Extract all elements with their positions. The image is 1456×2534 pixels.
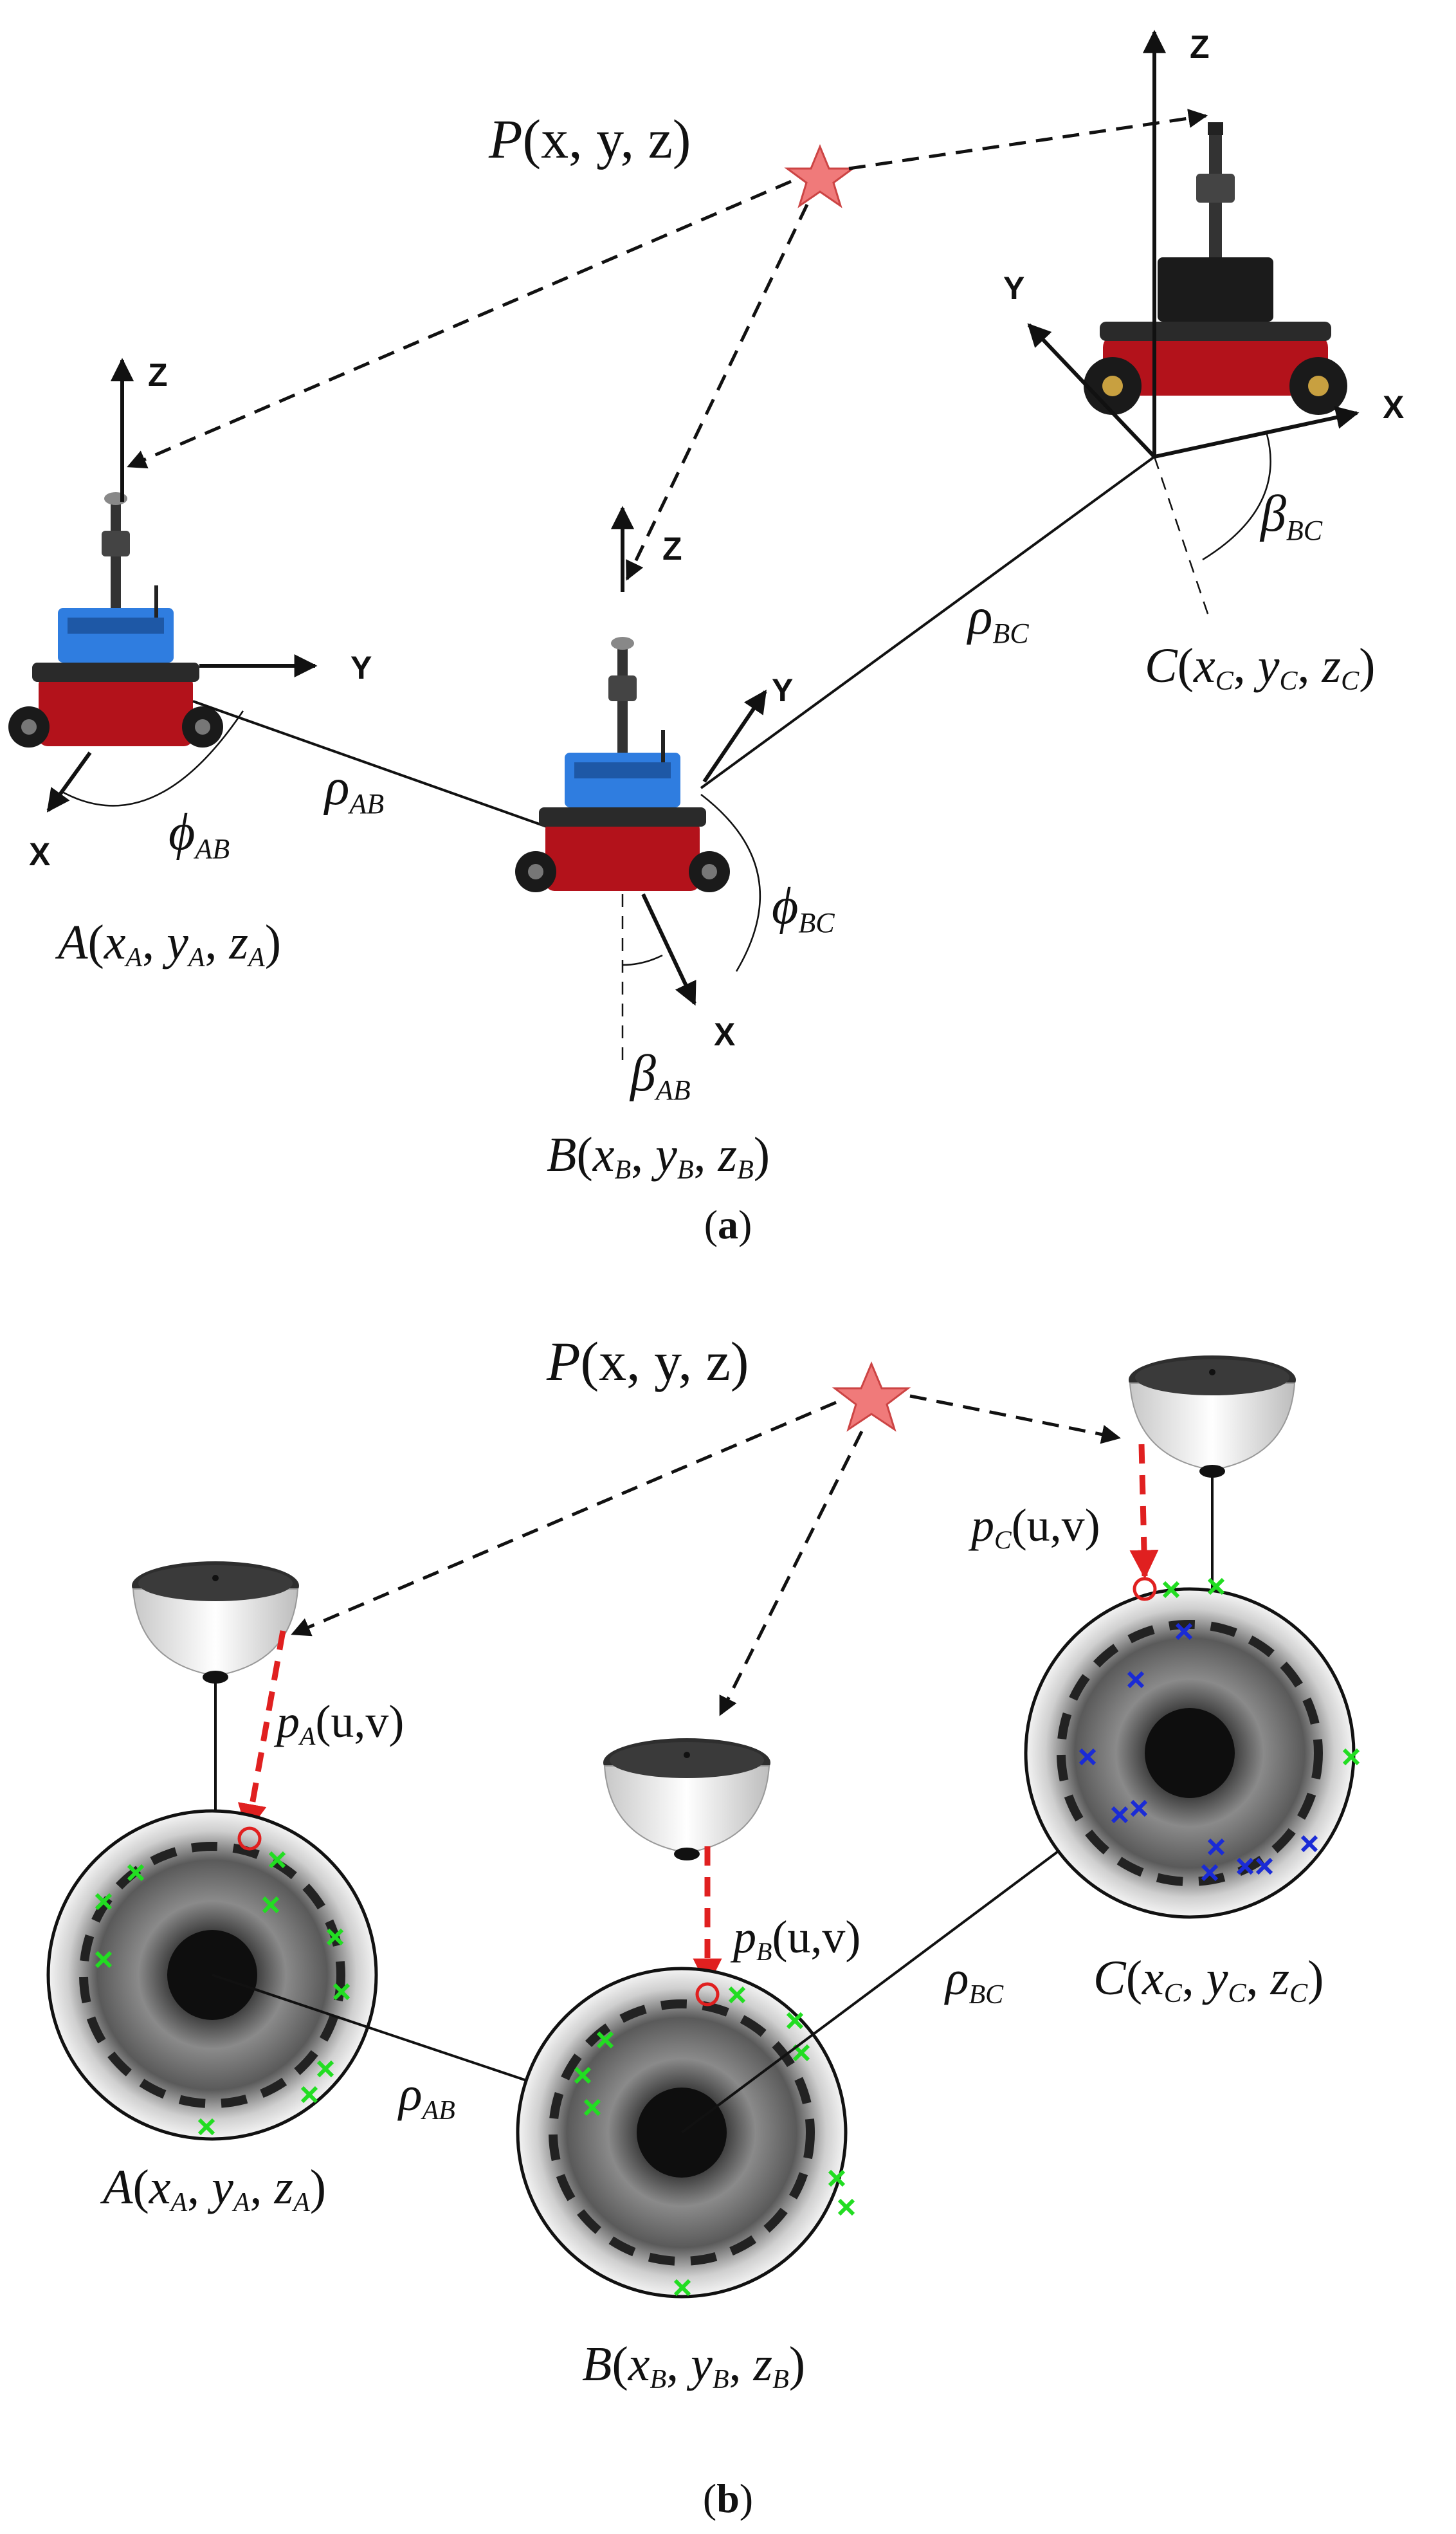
ray-b-p-to-b [718, 1430, 864, 1716]
robot-b-x-label: X [714, 1016, 735, 1052]
robot-b-x-axis [641, 893, 696, 1006]
distance-b-bc-label: ρBC [944, 1951, 1004, 2010]
robot-c-reference-line [1153, 456, 1210, 618]
point-p-label-b: P(x, y, z) [546, 1330, 749, 1392]
features-c-blue [1078, 1622, 1318, 1882]
angle-phi-ab-arc [60, 710, 244, 807]
camera-b-coord-label: B(xB, yB, zB) [582, 2337, 805, 2394]
robot-c-coord-label: C(xC, yC, zC) [1145, 639, 1375, 696]
robot-a-y-label: Y [350, 650, 372, 686]
projection-a-arrow [237, 1630, 286, 1833]
robot-c-y-axis [1027, 323, 1156, 459]
projection-c-label: pC(u,v) [968, 1500, 1100, 1554]
point-p-star-a [784, 144, 856, 208]
angle-phi-bc-label: ϕBC [772, 878, 835, 939]
camera-a-coord-label: A(xA, yA, zA) [100, 2160, 326, 2217]
robot-c-x-axis [1154, 406, 1360, 459]
angle-beta-ab-arc [622, 954, 663, 966]
robot-c [1084, 122, 1347, 415]
projection-a-label: pA(u,v) [273, 1696, 404, 1750]
robot-c-z-label: Z [1190, 29, 1210, 65]
camera-c-coord-label: C(xC, yC, zC) [1093, 1951, 1324, 2008]
link-a-b [192, 700, 547, 828]
omni-image-c [1024, 1587, 1356, 1919]
ray-p-to-b [625, 203, 809, 581]
robot-a [8, 492, 223, 748]
figure-b: P(x, y, z) pA(u,v) A(xA, yA, zA) [46, 1330, 1360, 2521]
projection-a-point [237, 1826, 262, 1851]
mirror-camera-c [1128, 1355, 1297, 1478]
robot-a-coord-label: A(xA, yA, zA) [55, 915, 281, 973]
projection-c-point [1133, 1577, 1157, 1601]
robot-b-coord-label: B(xB, yB, zB) [547, 1128, 770, 1185]
caption-a: (a) [704, 1202, 752, 1247]
ray-b-p-to-a [291, 1400, 837, 1637]
angle-phi-ab-label: ϕAB [168, 804, 230, 865]
ray-b-p-to-c [909, 1394, 1121, 1444]
robot-c-x-label: X [1383, 389, 1404, 425]
point-p-star-b [832, 1361, 911, 1432]
link-b-c [700, 455, 1156, 789]
projection-b-label: pB(u,v) [730, 1911, 860, 1966]
robot-c-y-label: Y [1003, 270, 1024, 306]
caption-b: (b) [703, 2475, 753, 2521]
robot-b-z-label: Z [662, 531, 682, 567]
robot-b-y-label: Y [772, 672, 793, 708]
projection-b-point [695, 1982, 720, 2006]
robot-a-x-label: X [29, 836, 50, 872]
angle-beta-ab-label: βAB [629, 1045, 691, 1106]
angle-phi-bc-arc [700, 794, 761, 972]
angle-beta-bc-label: βBC [1259, 486, 1323, 546]
features-a [95, 1851, 350, 2136]
ray-p-to-c [848, 109, 1208, 170]
distance-b-ab-label: ρAB [397, 2067, 455, 2125]
mirror-camera-b [603, 1738, 771, 1861]
figure-a: P(x, y, z) Z Y X ϕAB A(xA, yA, zA) ρAB [8, 29, 1404, 1247]
robot-b-y-axis [702, 690, 767, 783]
robot-a-z-label: Z [148, 357, 168, 393]
point-p-label-a: P(x, y, z) [488, 108, 691, 170]
robot-b [515, 637, 730, 892]
angle-beta-bc-arc [1202, 434, 1271, 561]
projection-c-arrow [1129, 1444, 1159, 1579]
features-c-green [1162, 1577, 1360, 1766]
distance-ab-label: ρAB [323, 759, 384, 820]
robot-a-x-axis [46, 751, 92, 813]
ray-p-to-a [127, 179, 792, 469]
distance-bc-label: ρBC [966, 589, 1029, 649]
